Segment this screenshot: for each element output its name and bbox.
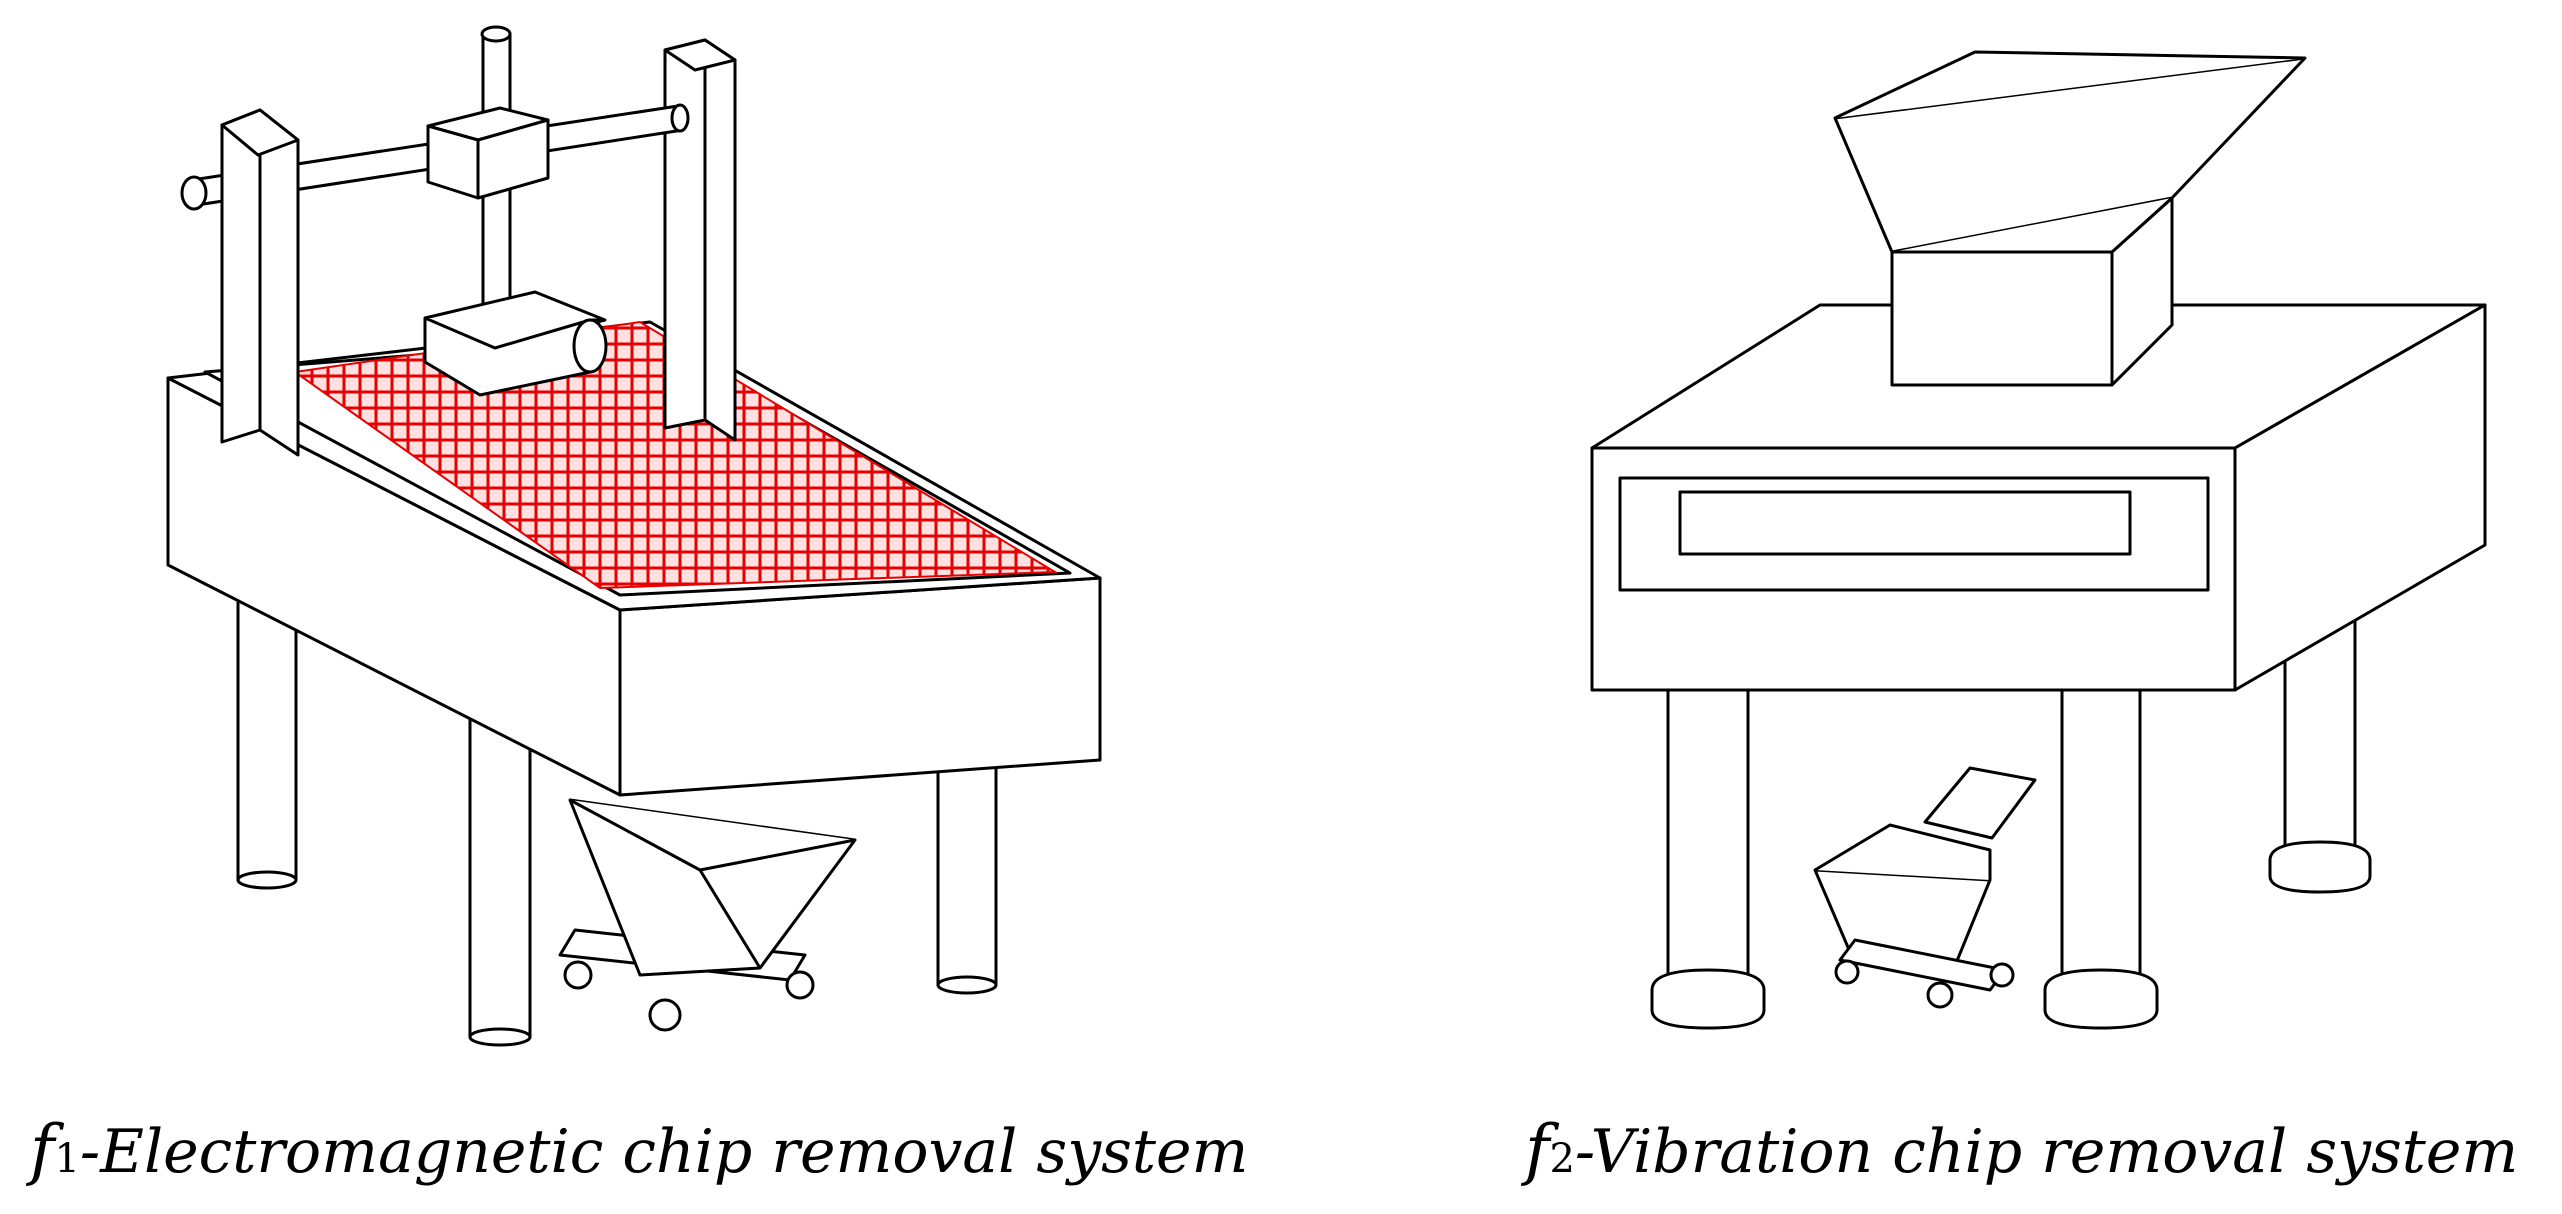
chip-cart (558, 798, 857, 1032)
left-post (220, 108, 300, 457)
caption-right-letter: f (1525, 1111, 1550, 1188)
caption-vibration: f2-Vibration chip removal system (1525, 1100, 2555, 1200)
caption-left-subscript: 1 (54, 1136, 80, 1182)
hopper (1833, 50, 2307, 387)
caption-left-text: -Electromagnetic chip removal system (79, 1117, 1249, 1187)
carriage-block (426, 106, 550, 200)
caption-left-letter: f (30, 1111, 55, 1188)
chip-cart (1813, 766, 2037, 1009)
electromagnetic-system-diagram (166, 25, 1102, 1047)
machine-body (1590, 303, 2487, 692)
magnetic-roller (423, 290, 608, 397)
caption-right-text: -Vibration chip removal system (1574, 1117, 2519, 1187)
machine-legs (1650, 588, 2372, 1030)
caption-right-subscript: 2 (1549, 1136, 1575, 1182)
caption-electromagnetic: f1-Electromagnetic chip removal system (30, 1100, 1290, 1200)
discharge-slot (1678, 490, 2132, 556)
right-post (663, 38, 737, 442)
vibration-system-diagram (1590, 50, 2487, 1030)
